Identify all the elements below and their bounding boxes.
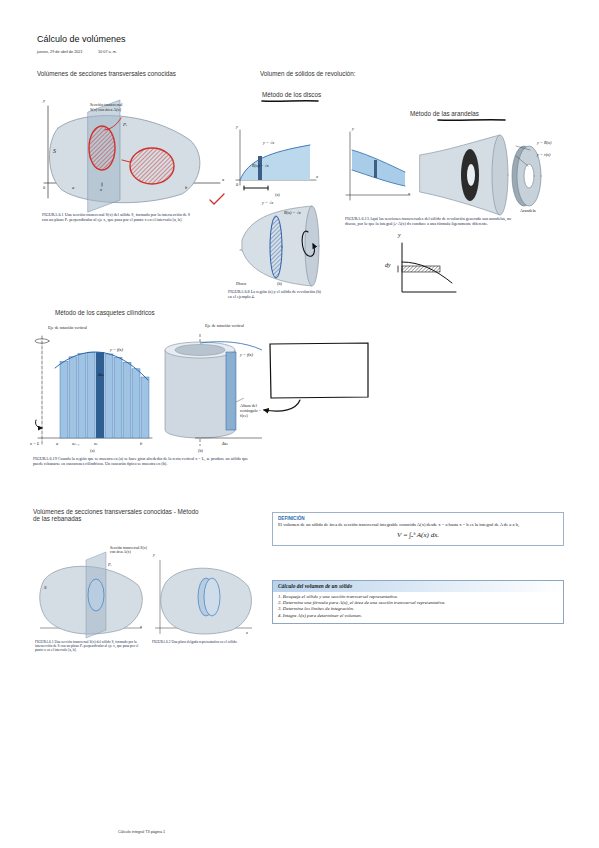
math-label: y = r(x) (537, 152, 550, 157)
hand-drawn-box (264, 343, 368, 411)
note-text: Cálculo integral T3 página 1 (118, 830, 165, 834)
note-text: Volúmenes de secciones transversales con… (37, 70, 176, 77)
figure-label: 0 (236, 182, 238, 187)
figure-label: 0 (43, 185, 45, 190)
riemann-bar (132, 369, 140, 438)
note-text: Volúmenes de secciones transversales con… (33, 508, 203, 523)
math-label: R(x) = √x (252, 163, 269, 168)
math-label: y (153, 552, 155, 557)
figure-label: Sección transversal S(x) con área A(x) (110, 546, 150, 555)
figure-label: Eje de rotación vertical (205, 324, 245, 329)
note-text: jueves, 29 de abril de 2021 (37, 50, 83, 54)
figure-label: (a) (275, 192, 280, 197)
definition-heading: DEFINICIÓN (278, 516, 558, 522)
math-label: x = L (30, 441, 39, 446)
figure-label: Sección transversal S(x) con área A(x) (90, 103, 126, 113)
math-label: x (222, 177, 224, 183)
procedure-step: 4. Integre A(x) para determinar el volum… (278, 613, 558, 619)
math-label: y = f(x) (240, 352, 253, 357)
figure-label: (a) (90, 448, 95, 453)
math-label: y (398, 232, 401, 239)
figure-label: Eje de rotación vertical (48, 326, 88, 331)
math-label: y (43, 98, 45, 104)
riemann-bar (87, 352, 95, 438)
math-label: dy (385, 262, 391, 269)
math-label: Δxₖ (98, 372, 104, 377)
cross-section-figure (44, 100, 224, 212)
figure-caption: FIGURA 6.1 Una sección transversal S(x) … (42, 213, 192, 223)
formula: V = ∫ₐᵇ A(x) dx. (278, 531, 558, 540)
note-text: Método de los discos (262, 91, 321, 98)
math-label: R(x) = √x (284, 210, 301, 215)
riemann-bar (96, 352, 104, 438)
math-label: y = f(x) (110, 347, 123, 352)
definition-body: El volumen de un sólido de área de secci… (278, 522, 558, 528)
math-label: y (352, 126, 354, 131)
riemann-bar (123, 362, 131, 438)
note-text: Método de las arandelas (410, 110, 479, 117)
note-text: 10:07 a. m. (98, 50, 117, 54)
procedure-box: Cálculo del volumen de un sólido 1. Bosqu… (272, 580, 564, 624)
note-text: Método de los casquetes cilíndricos (55, 309, 155, 316)
riemann-bar (60, 362, 68, 438)
math-label: x (140, 624, 142, 629)
figure-label: (b) (198, 448, 203, 453)
hand-sketch (398, 243, 456, 292)
slice-method-figure (40, 552, 252, 638)
procedure-step: 1. Bosqueje el sólido y una sección tran… (278, 594, 558, 600)
procedure-step: 3. Determine los límites de integración. (278, 606, 558, 612)
math-label: y = √x (263, 140, 274, 145)
shell-solid-figure (165, 334, 262, 446)
shell-method-figure (35, 336, 152, 446)
figure-label: Altura del rectángulo = f(cₖ) (240, 404, 268, 419)
page-title: Cálculo de volúmenes (37, 34, 126, 45)
math-label: Pₓ (123, 122, 127, 128)
math-label: Pₓ (108, 562, 112, 567)
riemann-bar (141, 377, 149, 438)
washer-method-figure (346, 132, 541, 215)
riemann-bar (78, 354, 86, 438)
math-label: a (72, 185, 74, 190)
procedure-heading: Cálculo del volumen de un sólido (273, 581, 563, 592)
note-text: Volumen de sólidos de revolución: (260, 70, 356, 77)
figure-label: Arandela (520, 208, 536, 213)
math-label: xₖ₋₁ (72, 441, 79, 446)
math-label: y (236, 124, 238, 129)
math-label: S (44, 585, 47, 591)
math-label: S (53, 148, 56, 155)
riemann-bar (114, 357, 122, 438)
procedure-step: 2. Determine una fórmula para A(x), el á… (278, 600, 558, 606)
math-label: xₖ (94, 441, 97, 446)
math-label: y = R(x) (537, 140, 551, 145)
math-label: x (246, 630, 248, 635)
math-label: b (185, 185, 187, 190)
math-label: Δxₖ (222, 441, 228, 446)
math-label: x (408, 191, 410, 196)
riemann-bar (69, 357, 77, 438)
figure-caption: FIGURA 6.2 Una placa delgada representat… (152, 640, 252, 644)
figure-label: (b) (277, 281, 282, 286)
definition-box: DEFINICIÓNEl volumen de un sólido de áre… (272, 512, 564, 546)
figure-label: Disco (236, 281, 246, 286)
math-label: x (316, 174, 318, 179)
function-curve (55, 352, 148, 380)
underline-marks (262, 101, 505, 121)
disk-method-figure (236, 130, 319, 286)
math-label: b (140, 441, 142, 446)
figure-caption: FIGURA 6.1 Una sección transversal S(x) … (35, 640, 143, 653)
math-label: a (56, 441, 58, 446)
figure-caption: FIGURA 6.13 Aquí las secciones transvers… (345, 217, 515, 227)
math-label: x (100, 187, 102, 192)
figure-caption: FIGURA 6.19 Cuando la región que se mues… (33, 457, 258, 467)
figure-caption: FIGURA 6.8 La región (a) y el sólido de … (228, 290, 323, 300)
math-label: y = √x (262, 200, 273, 205)
riemann-bar (105, 354, 113, 438)
